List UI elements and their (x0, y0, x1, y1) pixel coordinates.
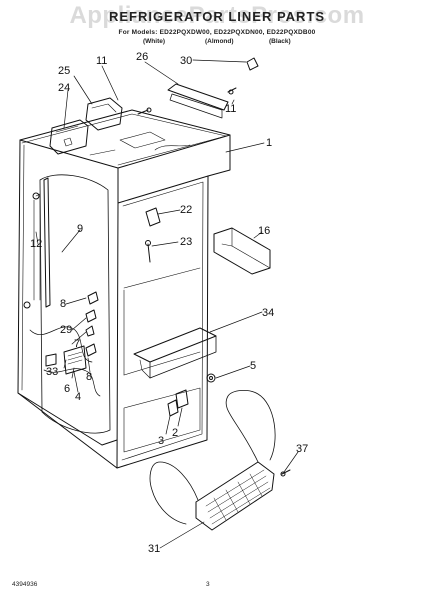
diagram-title: REFRIGERATOR LINER PARTS (108, 9, 326, 24)
document-number: 4394936 (12, 581, 38, 588)
callout-26: 26 (136, 51, 148, 63)
callout-33: 33 (46, 366, 58, 378)
screw-11-left (137, 109, 149, 115)
callout-4: 4 (75, 391, 81, 403)
cover-34 (133, 327, 217, 379)
watermark: AppliancePartsPros.com (69, 2, 365, 29)
heater-31 (149, 390, 276, 531)
bracket-2 (175, 389, 189, 409)
callout-11-right: 11 (225, 103, 236, 115)
clip-30 (246, 57, 259, 71)
screw-37 (281, 469, 291, 475)
bracket-3 (167, 399, 179, 417)
leader-lines (35, 59, 299, 549)
callout-29: 29 (60, 324, 72, 336)
callout-8-upper: 8 (60, 298, 66, 310)
part-7 (85, 325, 95, 337)
callout-2: 2 (172, 427, 178, 439)
callout-24: 24 (58, 82, 70, 94)
callout-37: 37 (296, 443, 308, 455)
callout-6: 6 (64, 383, 70, 395)
callout-22: 22 (180, 204, 192, 216)
callout-11-left: 11 (96, 55, 107, 67)
bracket-26 (167, 83, 229, 119)
switch-assembly (45, 345, 87, 375)
callout-1: 1 (266, 137, 272, 149)
color-white: (White) (143, 38, 166, 45)
callout-12: 12 (30, 238, 42, 250)
callout-31: 31 (148, 543, 160, 555)
screw-23 (147, 243, 151, 263)
part-29 (85, 309, 97, 323)
washer-5 (206, 373, 216, 383)
liner-body (17, 109, 231, 469)
callout-16: 16 (258, 225, 270, 237)
color-black: (Black) (269, 38, 291, 45)
rail-9 (23, 177, 51, 309)
callout-7: 7 (74, 338, 80, 350)
color-almond: (Almond) (205, 38, 234, 45)
bracket-22 (145, 207, 161, 227)
cover-16 (213, 227, 271, 275)
callout-30: 30 (180, 55, 192, 67)
callout-25: 25 (58, 65, 70, 77)
callout-3: 3 (158, 435, 164, 447)
callout-23: 23 (180, 236, 192, 248)
callout-8-lower: 8 (86, 371, 92, 383)
callout-9: 9 (77, 223, 83, 235)
clip-8-upper (87, 291, 99, 305)
page-number: 3 (206, 581, 210, 588)
clip-8-lower (85, 343, 97, 357)
callout-5: 5 (250, 360, 256, 372)
callout-34: 34 (262, 307, 274, 319)
control-housing (49, 97, 123, 155)
model-list: For Models: ED22PQXDW00, ED22PQXDN00, ED… (118, 29, 316, 36)
